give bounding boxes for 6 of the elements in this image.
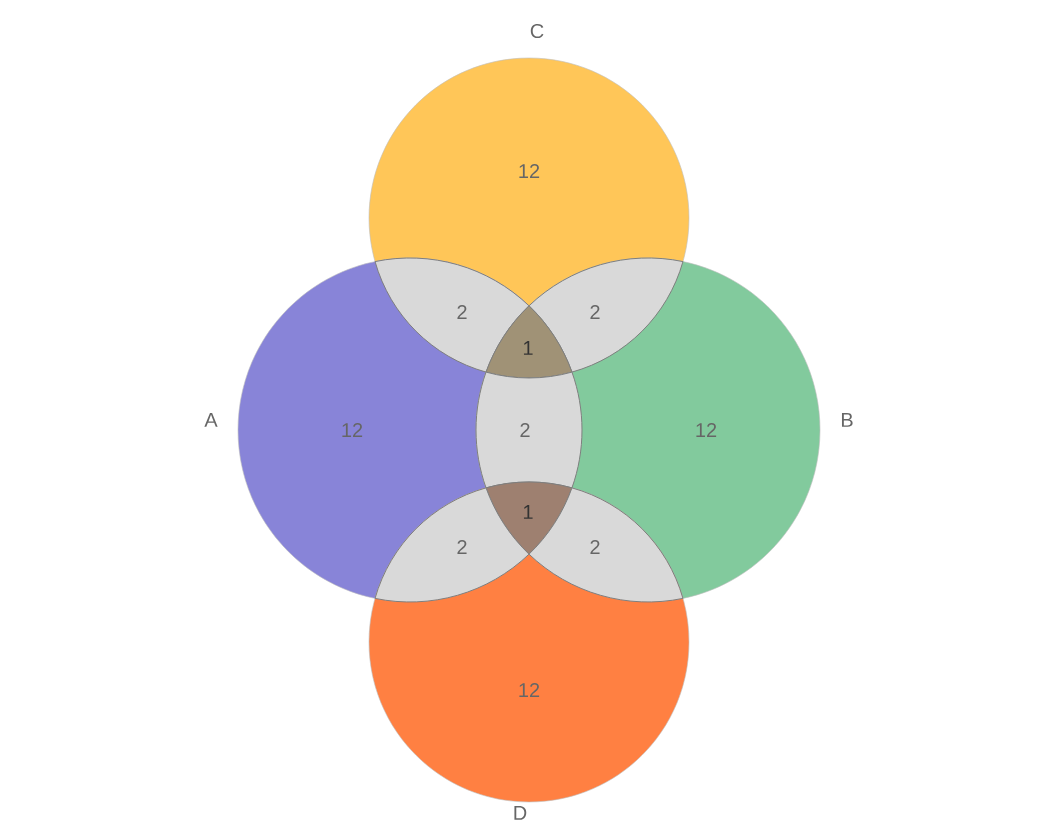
set-label: A [204,413,218,427]
set-label: C [530,23,544,39]
overlap-region: 1 [485,481,573,555]
overlap-region: 1 [485,305,573,379]
set-label: D [514,806,527,820]
set-label: B [842,413,853,427]
